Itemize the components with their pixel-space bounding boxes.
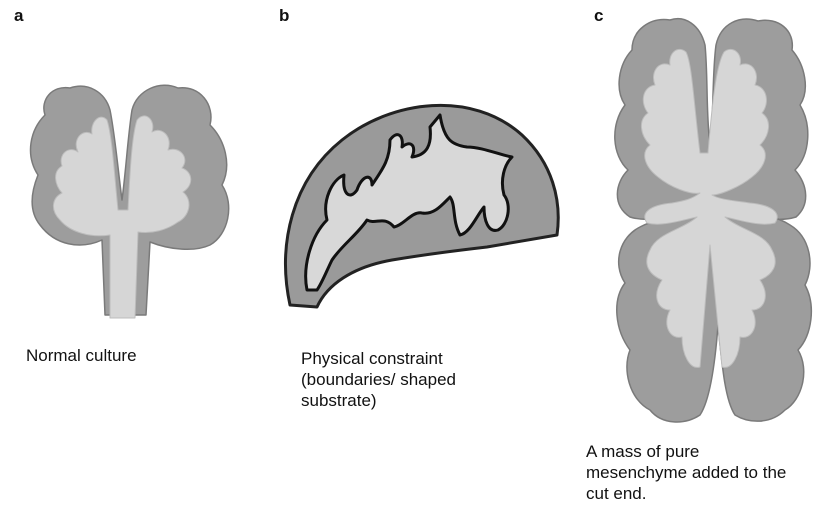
- panel-c-caption: A mass of pure mesenchyme added to the c…: [586, 441, 786, 504]
- panel-a-caption: Normal culture: [26, 345, 137, 366]
- panel-b-letter: b: [279, 6, 289, 26]
- mesenchyme-added-diagram: [600, 5, 830, 440]
- physical-constraint-diagram: [272, 85, 572, 315]
- panel-b-caption: Physical constraint (boundaries/ shaped …: [301, 348, 456, 411]
- normal-culture-diagram: [10, 60, 250, 360]
- panel-a-letter: a: [14, 6, 23, 26]
